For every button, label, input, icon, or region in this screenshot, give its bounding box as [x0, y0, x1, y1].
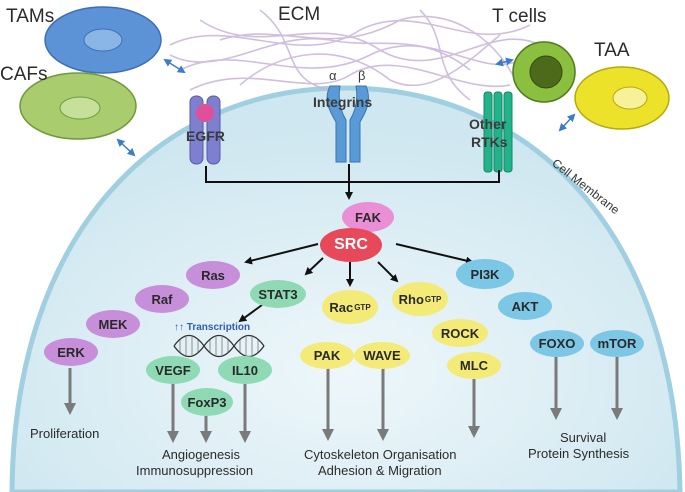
beta-label: β: [358, 68, 366, 83]
egfr-receptor: [189, 95, 221, 165]
arrow-src-pi3k: [395, 243, 474, 265]
ras-node: Ras: [186, 261, 240, 289]
arrow-stat3-transcription: [238, 304, 263, 323]
tcell-arrow: [495, 57, 514, 67]
stat3-node: STAT3: [250, 280, 306, 308]
mek-node: MEK: [86, 310, 140, 338]
ecm-fibers: [169, 9, 541, 101]
arrow-src-stat3: [304, 257, 324, 276]
arrow-src-ras: [244, 243, 319, 265]
ecm-label: ECM: [278, 4, 321, 25]
receptor-connector: [205, 166, 500, 183]
wave-node: WAVE: [354, 342, 410, 369]
tams-label: TAMs: [6, 6, 55, 27]
tcells-label: T cells: [492, 6, 547, 27]
other-rtks-label-line2: RTKs: [471, 134, 508, 150]
rac-gtp-sub: GTP: [354, 302, 371, 312]
tams-arrow: [163, 58, 186, 74]
cafs-arrow: [116, 138, 136, 157]
taa-label: TAA: [594, 40, 630, 61]
transcription-label: ↑↑ Transcription: [174, 322, 251, 333]
integrins-label: Integrins: [313, 94, 373, 110]
egfr-label: EGFR: [186, 128, 225, 144]
taa-arrow: [558, 113, 576, 132]
cafs-label: CAFs: [0, 64, 48, 85]
cafs-cell: [19, 72, 137, 140]
protein-synthesis-label: Protein Synthesis: [528, 446, 630, 461]
pi3k-node: PI3K: [456, 259, 514, 289]
other-rtks-receptor: [483, 91, 513, 173]
foxp3-node: FoxP3: [181, 388, 233, 416]
proliferation-label: Proliferation: [30, 426, 100, 441]
immunosuppression-label: Immunosuppression: [136, 463, 254, 478]
erk-node: ERK: [44, 338, 98, 366]
other-rtks-label-line1: Other: [469, 116, 507, 132]
akt-node: AKT: [498, 292, 552, 320]
arrow-src-rho: [377, 261, 399, 283]
foxo-node: FOXO: [530, 330, 584, 357]
pak-node: PAK: [300, 342, 354, 369]
adhesion-label: Adhesion & Migration: [318, 463, 442, 478]
alpha-label: α: [329, 68, 337, 83]
survival-label: Survival: [560, 430, 607, 445]
vegf-node: VEGF: [146, 356, 200, 384]
raf-node: Raf: [135, 285, 189, 313]
rock-node: ROCK: [432, 319, 488, 347]
angiogenesis-label: Angiogenesis: [162, 447, 241, 462]
mlc-node: MLC: [447, 352, 501, 379]
integrin-receptor: [326, 85, 369, 163]
il10-node: IL10: [218, 356, 272, 384]
mtor-node: mTOR: [590, 330, 644, 357]
src-node: SRC: [320, 228, 382, 262]
tams-cell: [44, 6, 162, 74]
cytoskeleton-label: Cytoskeleton Organisation: [304, 447, 457, 462]
t-cell: [512, 41, 576, 103]
fak-node: FAK: [342, 202, 394, 232]
taa-cell: [574, 66, 670, 130]
rho-gtp-sub: GTP: [424, 294, 442, 304]
